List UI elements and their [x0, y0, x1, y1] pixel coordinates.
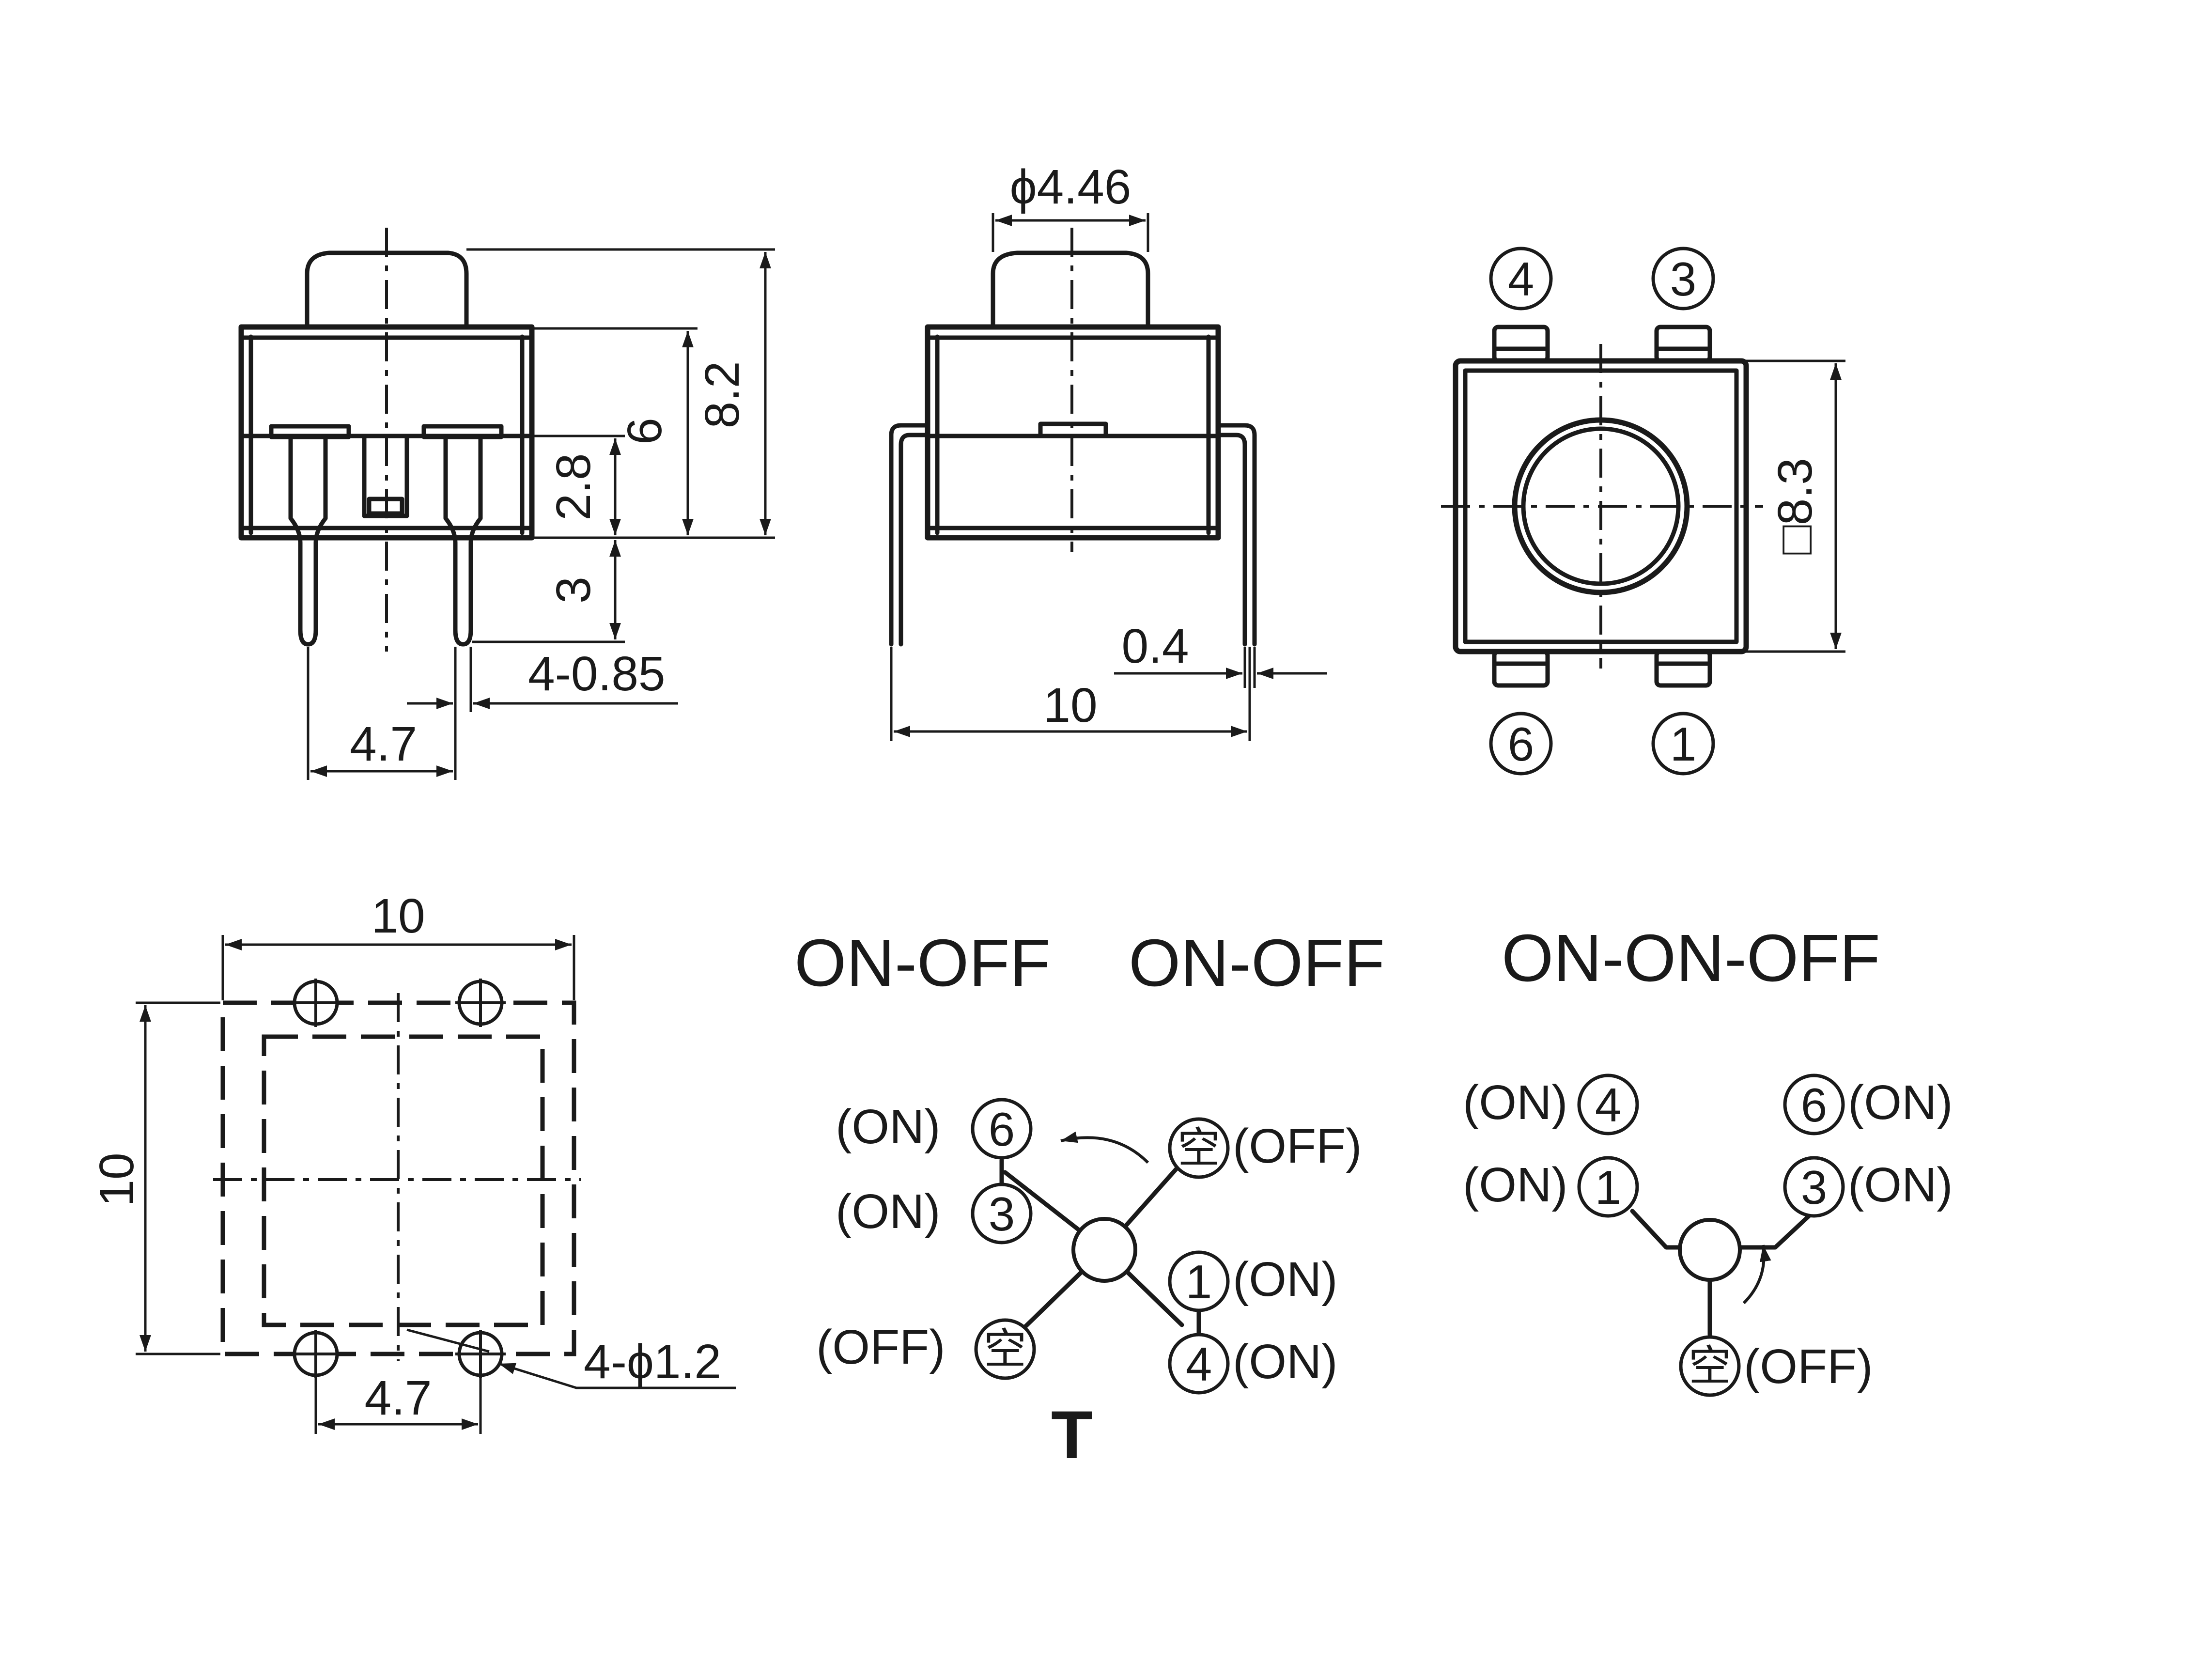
t-pin-6: 6 — [971, 1098, 1033, 1160]
svg-text:空: 空 — [1178, 1123, 1220, 1173]
svg-text:3: 3 — [1670, 252, 1697, 306]
front-view: 8.2 6 2.8 3 4-0.85 4.7 — [238, 228, 775, 780]
svg-text:3: 3 — [989, 1187, 1015, 1241]
svg-text:3: 3 — [1801, 1161, 1828, 1214]
t-pin-4: 4 — [1168, 1333, 1230, 1395]
pin-number-6: 6 — [1489, 712, 1553, 776]
pcb-layout: 10 10 4.7 4-ϕ1.2 — [90, 889, 736, 1434]
svg-text:4: 4 — [1508, 252, 1534, 306]
hole-top-right — [455, 979, 506, 1027]
dim-total-height: 8.2 — [695, 361, 749, 428]
hole-top-left — [291, 979, 341, 1027]
mode-title-3: ON-ON-OFF — [1502, 921, 1880, 996]
dim-square: □8.3 — [1768, 458, 1822, 554]
schematic-t: 6 3 空 1 4 空 (ON) (ON) (OFF) (ON) (ON) (O… — [816, 1098, 1362, 1473]
svg-text:1: 1 — [1186, 1255, 1212, 1308]
t-label-off-top: (OFF) — [1233, 1119, 1362, 1173]
t-label-3: (ON) — [836, 1184, 941, 1239]
pin-number-4: 4 — [1489, 247, 1553, 311]
dim-pcb-pitch: 4.7 — [364, 1371, 432, 1425]
t-pin-empty-top: 空 — [1168, 1117, 1230, 1179]
t-label-1: (ON) — [1233, 1252, 1338, 1307]
svg-text:6: 6 — [989, 1103, 1015, 1156]
y-label-1: (ON) — [1463, 1158, 1568, 1212]
mode-title-2: ON-OFF — [1129, 926, 1385, 1000]
dim-hole-spec: 4-ϕ1.2 — [584, 1335, 721, 1389]
t-type-letter: T — [1051, 1397, 1093, 1473]
pin-number-1: 1 — [1651, 712, 1715, 776]
dim-pcb-width: 10 — [371, 889, 425, 943]
svg-text:4: 4 — [1186, 1338, 1212, 1391]
t-label-4: (ON) — [1233, 1335, 1338, 1389]
dim-side-width: 10 — [1043, 678, 1097, 732]
svg-text:1: 1 — [1670, 717, 1697, 771]
top-view: □8.3 4 3 6 1 — [1441, 247, 1845, 776]
hole-bottom-right — [455, 1330, 506, 1378]
schematic-y: 4 1 6 3 空 (ON) (ON) (ON) (ON) (OFF) — [1463, 1073, 1953, 1397]
svg-text:4: 4 — [1595, 1078, 1622, 1132]
y-pin-3: 3 — [1783, 1156, 1845, 1218]
svg-text:空: 空 — [984, 1324, 1026, 1374]
t-pin-3: 3 — [971, 1182, 1033, 1244]
dim-pin-thickness: 0.4 — [1121, 619, 1189, 673]
t-pin-empty-bottom: 空 — [974, 1318, 1036, 1380]
svg-text:6: 6 — [1801, 1078, 1828, 1132]
dim-pcb-height: 10 — [90, 1152, 144, 1206]
t-label-6: (ON) — [836, 1100, 941, 1154]
t-label-off-bottom: (OFF) — [816, 1320, 946, 1374]
svg-text:6: 6 — [1508, 717, 1534, 771]
y-label-4: (ON) — [1463, 1075, 1568, 1130]
side-view: ϕ4.46 10 0.4 — [889, 160, 1327, 741]
svg-text:1: 1 — [1595, 1161, 1622, 1214]
dim-actuator-dia: ϕ4.46 — [1010, 160, 1132, 214]
dim-lower-height: 3 — [546, 576, 601, 604]
hole-bottom-left — [291, 1330, 341, 1378]
y-pin-4: 4 — [1577, 1073, 1639, 1136]
svg-text:空: 空 — [1689, 1341, 1731, 1391]
mode-title-1: ON-OFF — [794, 926, 1051, 1000]
y-pin-empty: 空 — [1679, 1335, 1741, 1397]
y-label-3: (ON) — [1848, 1158, 1953, 1212]
y-pin-6: 6 — [1783, 1073, 1845, 1136]
dim-pin-width: 4-0.85 — [528, 647, 666, 701]
y-pin-1: 1 — [1577, 1156, 1639, 1218]
pin-number-3: 3 — [1651, 247, 1715, 311]
dim-upper-height: 2.8 — [546, 453, 601, 520]
dim-pitch: 4.7 — [350, 717, 417, 771]
dim-body-height: 6 — [618, 418, 672, 445]
y-label-6: (ON) — [1848, 1075, 1953, 1130]
y-label-off: (OFF) — [1744, 1339, 1873, 1394]
t-pin-1: 1 — [1168, 1250, 1230, 1312]
